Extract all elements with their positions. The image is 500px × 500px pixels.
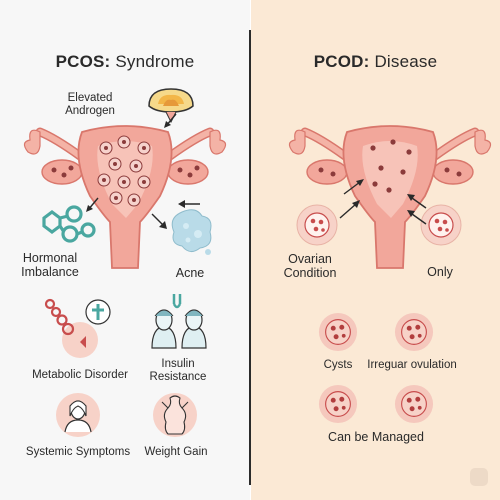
cyst-icon	[318, 384, 358, 424]
androgen-label: Androgen	[65, 105, 115, 117]
pcod-title-rest: Disease	[369, 52, 438, 71]
watermark-logo	[470, 468, 488, 486]
arrow-icon	[178, 200, 200, 208]
cyst-icon	[318, 312, 358, 352]
person-icon	[56, 393, 100, 437]
weight-label: Weight Gain	[144, 446, 208, 458]
acne-label: Acne	[175, 266, 205, 280]
irregular-label: Irreguar ovulation	[367, 359, 457, 371]
pcod-title-strong: PCOD:	[313, 52, 370, 71]
pcos-title-rest: Syndrome	[110, 52, 195, 71]
pcos-title: PCOS: Syndrome	[0, 52, 250, 72]
imbalance-label: Imbalance	[21, 265, 79, 279]
arrow-icon	[407, 210, 427, 225]
divider	[249, 30, 251, 485]
insulin-icon	[151, 294, 207, 349]
metabolic-icon	[44, 298, 111, 358]
cyst-icon	[296, 204, 338, 246]
arrow-icon	[164, 113, 177, 128]
metabolic-label: Metabolic Disorder	[32, 369, 128, 381]
resistance-label: Resistance	[149, 371, 207, 383]
managed-label: Can be Managed	[328, 430, 424, 444]
condition-label: Condition	[283, 266, 337, 280]
arrow-icon	[407, 194, 427, 209]
pcod-title: PCOD: Disease	[251, 52, 500, 72]
arrow-icon	[151, 213, 167, 229]
insulin-label: Insulin	[161, 358, 195, 370]
arrow-icon	[343, 179, 364, 195]
pcos-title-strong: PCOS:	[55, 52, 111, 71]
elevated-label: Elevated	[67, 92, 113, 104]
arrow-icon	[339, 200, 360, 219]
ovarian-label: Ovarian	[288, 252, 332, 266]
body-icon	[153, 393, 197, 437]
systemic-label: Systemic Symptoms	[25, 446, 131, 458]
uterus-icon	[23, 125, 227, 269]
cysts-label: Cysts	[323, 359, 353, 371]
cyst-icon	[394, 312, 434, 352]
arrow-icon	[86, 197, 99, 212]
only-label: Only	[427, 265, 453, 279]
cyst-icon	[394, 384, 434, 424]
acne-blob-icon	[171, 209, 212, 255]
hormone-molecule-icon	[42, 205, 96, 243]
cyst-icon	[420, 204, 462, 246]
uterus-icon	[288, 125, 492, 269]
hormonal-label: Hormonal	[22, 251, 78, 265]
